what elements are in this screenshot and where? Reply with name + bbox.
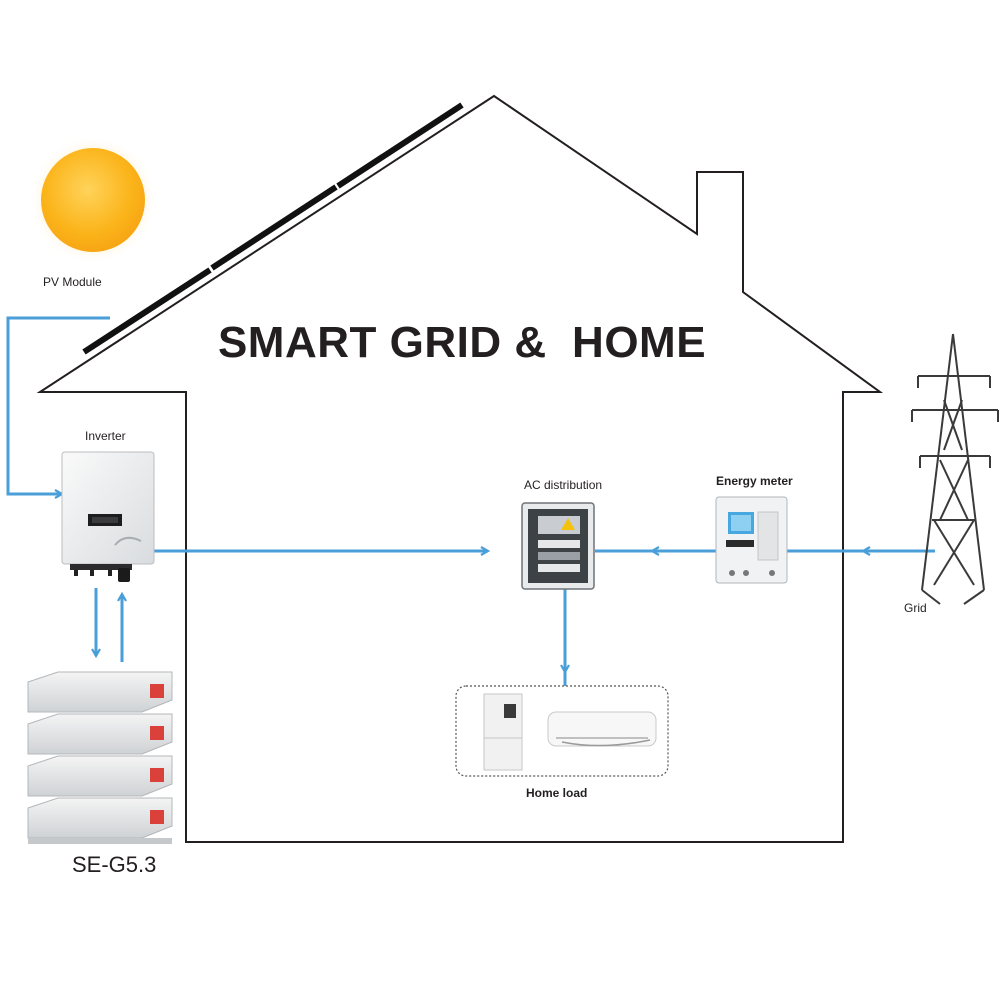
battery-stack-icon (27, 671, 173, 844)
sun-icon (29, 136, 157, 264)
refrigerator-icon (483, 693, 523, 771)
inverter-icon (61, 451, 155, 582)
battery-model-label: SE-G5.3 (72, 852, 156, 877)
home-load-group (455, 685, 669, 777)
transmission-tower-icon (911, 333, 999, 605)
ac-distribution-label: AC distribution (524, 478, 602, 492)
solar-panel-icon (82, 102, 464, 355)
flow-lines (6, 316, 935, 686)
energy-meter-label: Energy meter (716, 474, 793, 488)
battery-module (27, 797, 173, 839)
pv-to-inverter-line (6, 316, 110, 494)
grid-label: Grid (904, 601, 927, 615)
house-outline (36, 94, 884, 843)
battery-module (27, 755, 173, 797)
home-load-frame (455, 685, 669, 777)
energy-meter-icon (715, 496, 788, 584)
pv-module-label: PV Module (43, 275, 102, 289)
distribution-box-icon (521, 502, 595, 590)
battery-module (27, 671, 173, 713)
home-load-label: Home load (526, 786, 587, 800)
diagram-title: SMART GRID & HOME (218, 318, 706, 367)
inverter-label: Inverter (85, 429, 126, 443)
air-conditioner-icon (547, 711, 657, 747)
battery-module (27, 713, 173, 755)
